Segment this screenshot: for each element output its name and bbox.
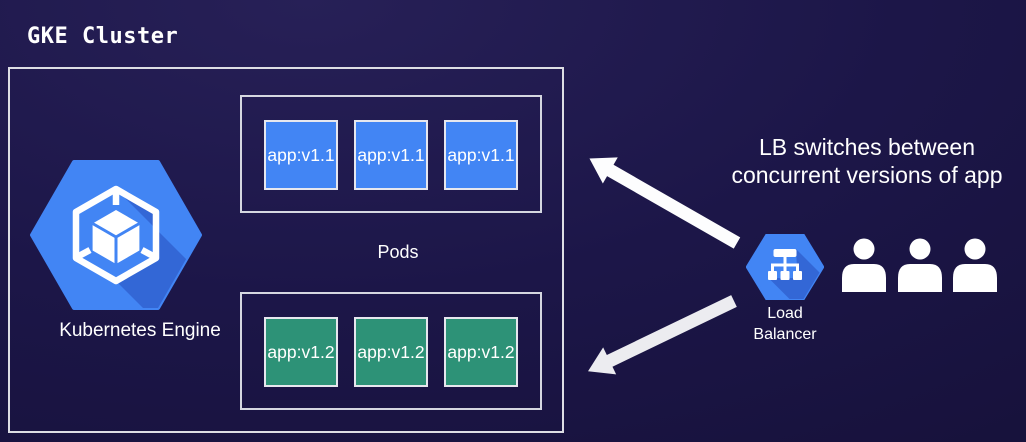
- lb-annotation-line1: LB switches between: [758, 134, 976, 160]
- load-balancer-label-line2: Balancer: [753, 326, 817, 343]
- gke-glyph: [72, 185, 160, 285]
- pod-app-v1-2: app:v1.1: [354, 120, 428, 190]
- lb-annotation: LB switches between concurrent versions …: [702, 133, 1026, 189]
- gke-cluster-boundary: Kubernetes Engine app:v1.1 app:v1.1 app:…: [8, 67, 564, 433]
- gke-cube: [91, 210, 141, 264]
- diagram-title: GKE Cluster: [27, 24, 179, 49]
- pod-app-v2-2: app:v1.2: [354, 317, 428, 387]
- pod-app-v1-1: app:v1.1: [264, 120, 338, 190]
- load-balancer-label-line1: Load: [767, 305, 803, 322]
- pod-app-v1-3: app:v1.1: [444, 120, 518, 190]
- kubernetes-engine-label: Kubernetes Engine: [59, 320, 221, 341]
- user-icon-3: [953, 238, 997, 292]
- lb-network-glyph: [768, 249, 802, 280]
- load-balancer-icon: [746, 234, 824, 300]
- pods-label: Pods: [377, 242, 419, 262]
- user-icon-1: [842, 238, 886, 292]
- lb-annotation-line2: concurrent versions of app: [731, 162, 1003, 188]
- user-icon-2: [898, 238, 942, 292]
- kubernetes-engine-icon: [30, 160, 202, 310]
- pods-group-v2: app:v1.2 app:v1.2 app:v1.2: [240, 292, 542, 410]
- users-icon: [842, 238, 997, 292]
- arrow-to-v2-pods: [588, 295, 737, 375]
- load-balancer-label: Load Balancer: [725, 303, 845, 345]
- pod-app-v2-1: app:v1.2: [264, 317, 338, 387]
- pod-app-v2-3: app:v1.2: [444, 317, 518, 387]
- pods-group-v1: app:v1.1 app:v1.1 app:v1.1: [240, 95, 542, 213]
